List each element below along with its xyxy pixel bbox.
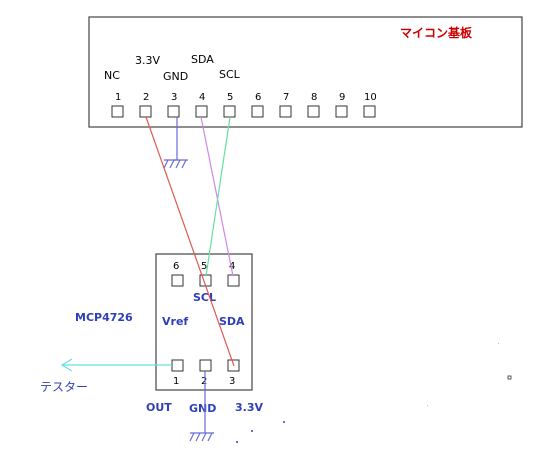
board-pin-pad: [307, 105, 320, 118]
ground-icon: [163, 159, 188, 169]
board-pin-pad: [111, 105, 124, 118]
chip-pin-number: 6: [173, 261, 179, 272]
chip-pin-number: 3: [229, 376, 235, 387]
chip-label-out: OUT: [146, 401, 172, 414]
chip-label-scl: SCL: [193, 291, 216, 304]
board-pins: [111, 105, 376, 118]
board-pin-pad: [195, 105, 208, 118]
tester-label: テスター: [40, 380, 88, 394]
board-label-nc: NC: [104, 69, 120, 82]
chip-pin-number: 2: [201, 376, 207, 387]
board-label-sda: SDA: [191, 53, 214, 66]
board-pin-pad: [335, 105, 348, 118]
ground-icon: [189, 432, 214, 442]
board-pin-number: 1: [115, 92, 121, 103]
chip-label-sda: SDA: [219, 315, 245, 328]
stray-dot: [498, 343, 499, 344]
board-pin-pad: [139, 105, 152, 118]
board-pin-pad: [363, 105, 376, 118]
board-pin-number: 5: [227, 92, 233, 103]
board-title: マイコン基板: [400, 25, 473, 40]
board-pin-number: 4: [199, 92, 205, 103]
board-pin-number: 2: [143, 92, 149, 103]
chip-bottom-pin-numbers: 1 2 3: [173, 376, 235, 387]
stray-dot: [427, 405, 428, 406]
chip-bottom-pins: [171, 359, 240, 372]
board-label-gnd: GND: [163, 70, 188, 83]
chip-pin-pad: [199, 359, 212, 372]
wire-scl: [205, 116, 231, 277]
chip-label-3v3: 3.3V: [235, 401, 263, 414]
board-pin-number: 8: [311, 92, 317, 103]
chip-pin-pad: [171, 274, 184, 287]
board-pin-pad: [223, 105, 236, 118]
board-pin-number: 3: [171, 92, 177, 103]
stray-dot: [251, 430, 253, 432]
board-pin-pad: [251, 105, 264, 118]
board-pin-pad: [167, 105, 180, 118]
stray-dot: [283, 421, 285, 423]
chip-label-gnd: GND: [189, 402, 216, 415]
board-pin-number: 9: [339, 92, 345, 103]
board-label-3v3: 3.3V: [135, 54, 160, 67]
stray-square: [507, 375, 512, 380]
chip-pin-pad: [227, 274, 240, 287]
stray-dot: [236, 441, 238, 443]
chip-pin-number: 4: [229, 261, 235, 272]
chip-label-vref: Vref: [162, 315, 188, 328]
chip-top-pin-numbers: 6 5 4: [173, 261, 235, 272]
board-outline: [88, 16, 523, 128]
board-pin-numbers: 1 2 3 4 5 6 7 8 9 10: [115, 92, 377, 103]
board-label-scl: SCL: [219, 68, 241, 81]
wire-sda: [200, 116, 234, 277]
board-pin-number: 6: [255, 92, 261, 103]
wire-3v3: [145, 116, 235, 367]
arrow-left-icon: [60, 358, 73, 372]
board-pin-number: 7: [283, 92, 289, 103]
board-pin-number: 10: [364, 92, 377, 103]
chip-pin-number: 1: [173, 376, 179, 387]
board-pin-pad: [279, 105, 292, 118]
chip-pin-pad: [171, 359, 184, 372]
chip-name: MCP4726: [75, 311, 133, 324]
chip-pin-number: 5: [201, 261, 207, 272]
